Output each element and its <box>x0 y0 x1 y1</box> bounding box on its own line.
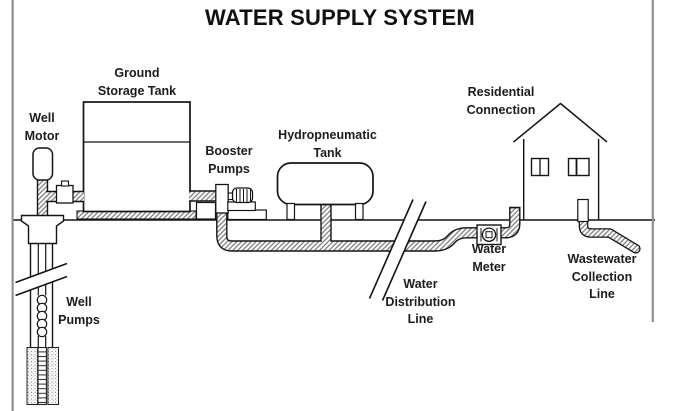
diagram-title: WATER SUPPLY SYSTEM <box>205 5 475 30</box>
residential-connection-label: Residential Connection <box>466 85 536 117</box>
hydropneumatic-tank-label: Hydropneumatic Tank <box>278 128 377 160</box>
ground-storage-tank <box>76 101 197 220</box>
well-head <box>20 214 65 245</box>
well-motor <box>32 147 54 181</box>
tank-leg <box>354 202 364 221</box>
pump-pedestal <box>227 201 256 212</box>
house-window <box>567 157 590 177</box>
well-screen-gravel-pack <box>26 346 60 406</box>
check-valve-box <box>55 184 74 204</box>
well-casing-break <box>15 262 68 297</box>
house <box>513 102 608 223</box>
pump-motor-cylinder <box>231 187 254 204</box>
tank-leg <box>286 202 296 221</box>
booster-pump <box>195 183 267 221</box>
house-drain-pipe <box>577 198 589 223</box>
well-motor-label: Well Motor <box>24 111 60 143</box>
booster-riser-valve <box>215 183 229 214</box>
well-pumps-label: Well Pumps <box>58 295 100 327</box>
frame-borders <box>11 0 654 411</box>
wastewater-pipe <box>578 216 641 254</box>
pump-platform <box>227 209 267 221</box>
house-walls <box>523 139 600 220</box>
pipe-support-block <box>195 201 217 220</box>
water-distribution-line-label: Water Distribution Line <box>385 277 456 326</box>
water-meter <box>476 224 502 246</box>
wastewater-collection-line-label: Wastewater Collection Line <box>567 252 637 301</box>
ground-storage-tank-label: Ground Storage Tank <box>97 66 177 98</box>
pump-drop-pipe <box>37 243 47 347</box>
meter-dial <box>481 227 497 242</box>
water-meter-label: Water Meter <box>471 242 507 274</box>
well-motor-piping <box>36 177 84 216</box>
underground-main-pipe <box>189 190 478 252</box>
pump-column-ladder <box>37 346 47 406</box>
distribution-line-break <box>368 199 427 301</box>
hydropneumatic-tank <box>276 162 374 221</box>
service-riser-pipe <box>499 206 521 239</box>
house-roof <box>513 102 608 143</box>
booster-pumps-label: Booster Pumps <box>205 144 253 176</box>
well-pump-bowls <box>36 294 48 338</box>
well-casing <box>29 243 54 347</box>
